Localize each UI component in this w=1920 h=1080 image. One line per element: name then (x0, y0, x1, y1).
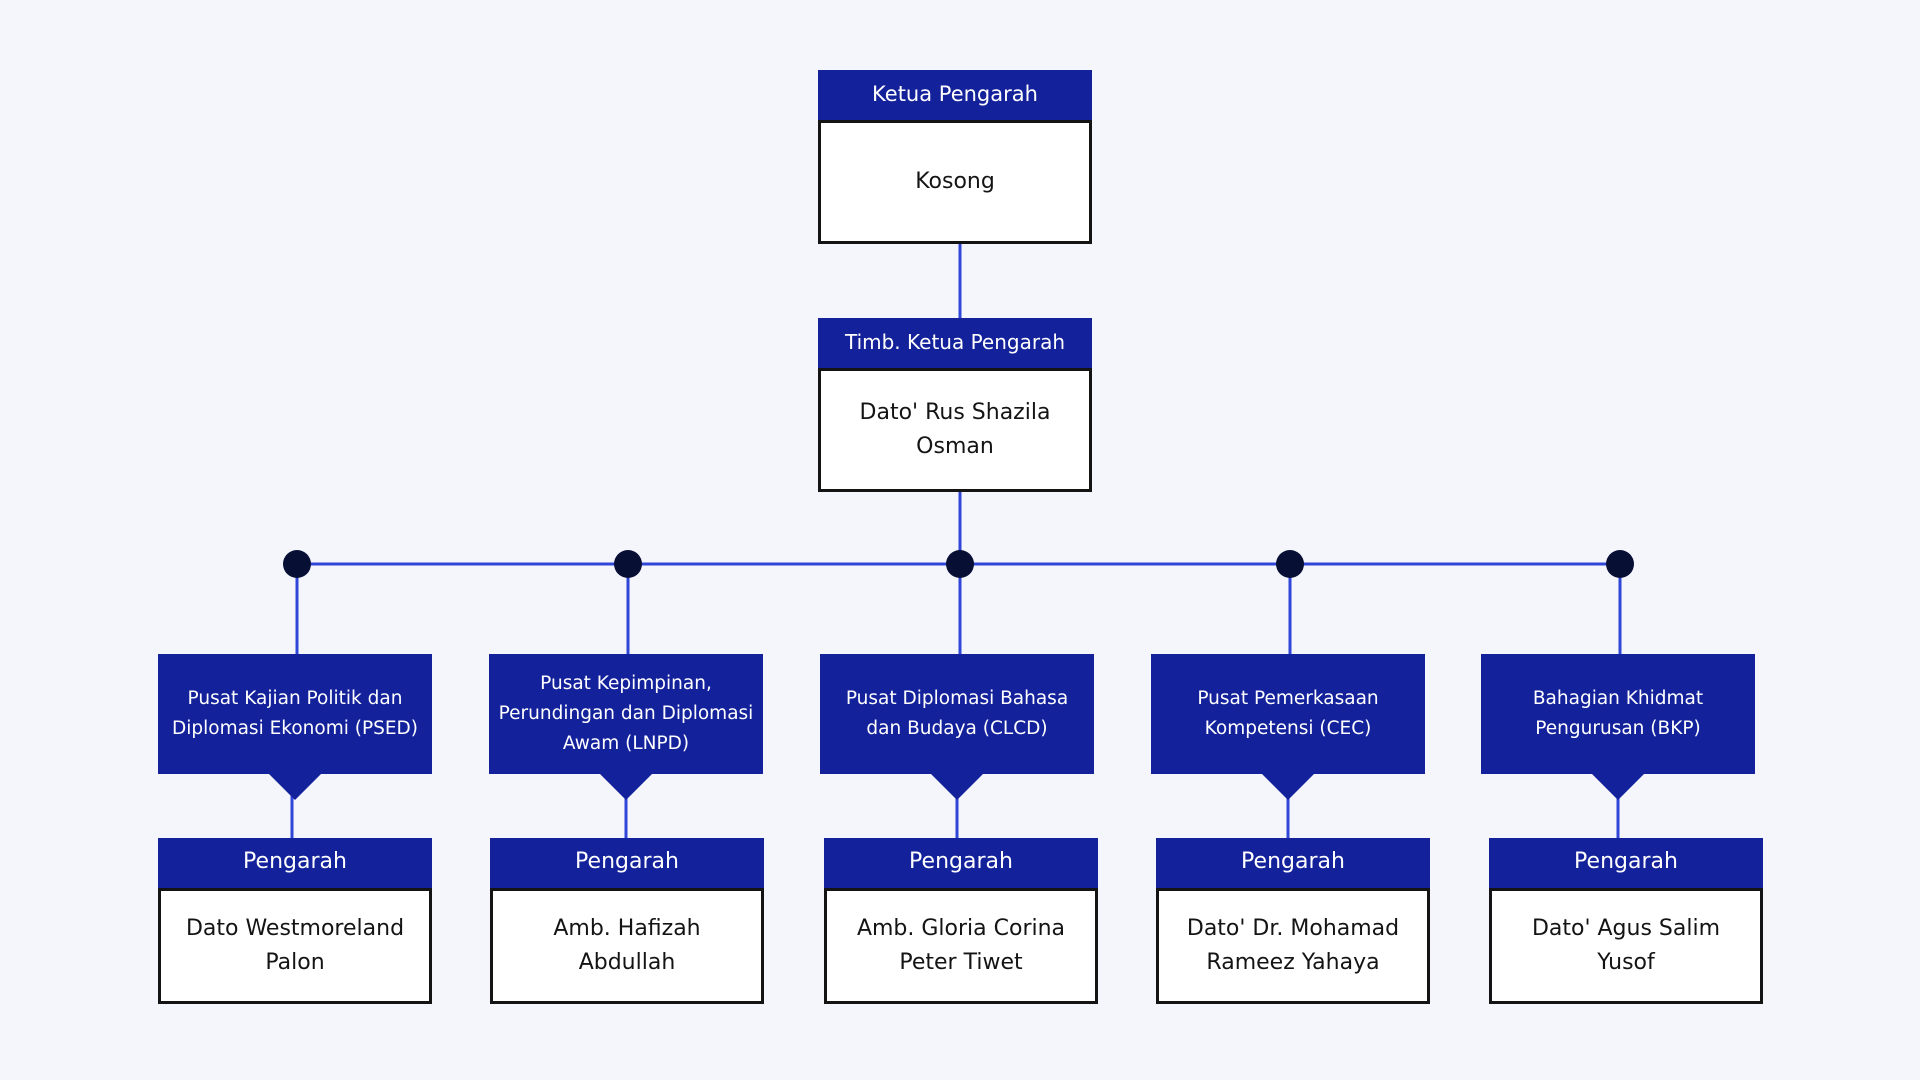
junction-dot-2 (614, 550, 642, 578)
junction-dot-3 (946, 550, 974, 578)
node-title: Timb. Ketua Pengarah (818, 318, 1092, 368)
node-title: Pengarah (158, 838, 432, 888)
unit-box-bkp: Bahagian Khidmat Pengurusan (BKP) (1481, 654, 1755, 774)
node-title: Pengarah (1156, 838, 1430, 888)
node-timb-ketua-pengarah: Timb. Ketua Pengarah Dato' Rus Shazila O… (818, 318, 1092, 492)
node-title: Pengarah (824, 838, 1098, 888)
unit-box-psed: Pusat Kajian Politik dan Diplomasi Ekono… (158, 654, 432, 774)
node-title: Pengarah (1489, 838, 1763, 888)
unit-box-cec: Pusat Pemerkasaan Kompetensi (CEC) (1151, 654, 1425, 774)
node-name: Amb. Hafizah Abdullah (490, 888, 764, 1004)
node-pengarah-cec: Pengarah Dato' Dr. Mohamad Rameez Yahaya (1156, 838, 1430, 1004)
unit-box-clcd: Pusat Diplomasi Bahasa dan Budaya (CLCD) (820, 654, 1094, 774)
junction-dot-4 (1276, 550, 1304, 578)
junction-dot-1 (283, 550, 311, 578)
node-title: Ketua Pengarah (818, 70, 1092, 120)
node-name: Dato Westmoreland Palon (158, 888, 432, 1004)
node-name: Dato' Agus Salim Yusof (1489, 888, 1763, 1004)
node-name: Dato' Dr. Mohamad Rameez Yahaya (1156, 888, 1430, 1004)
node-pengarah-bkp: Pengarah Dato' Agus Salim Yusof (1489, 838, 1763, 1004)
node-title: Pengarah (490, 838, 764, 888)
node-name: Dato' Rus Shazila Osman (818, 368, 1092, 492)
node-pengarah-lnpd: Pengarah Amb. Hafizah Abdullah (490, 838, 764, 1004)
node-pengarah-clcd: Pengarah Amb. Gloria Corina Peter Tiwet (824, 838, 1098, 1004)
node-name: Kosong (818, 120, 1092, 244)
node-name: Amb. Gloria Corina Peter Tiwet (824, 888, 1098, 1004)
junction-dot-5 (1606, 550, 1634, 578)
unit-box-lnpd: Pusat Kepimpinan, Perundingan dan Diplom… (489, 654, 763, 774)
node-pengarah-psed: Pengarah Dato Westmoreland Palon (158, 838, 432, 1004)
node-ketua-pengarah: Ketua Pengarah Kosong (818, 70, 1092, 244)
